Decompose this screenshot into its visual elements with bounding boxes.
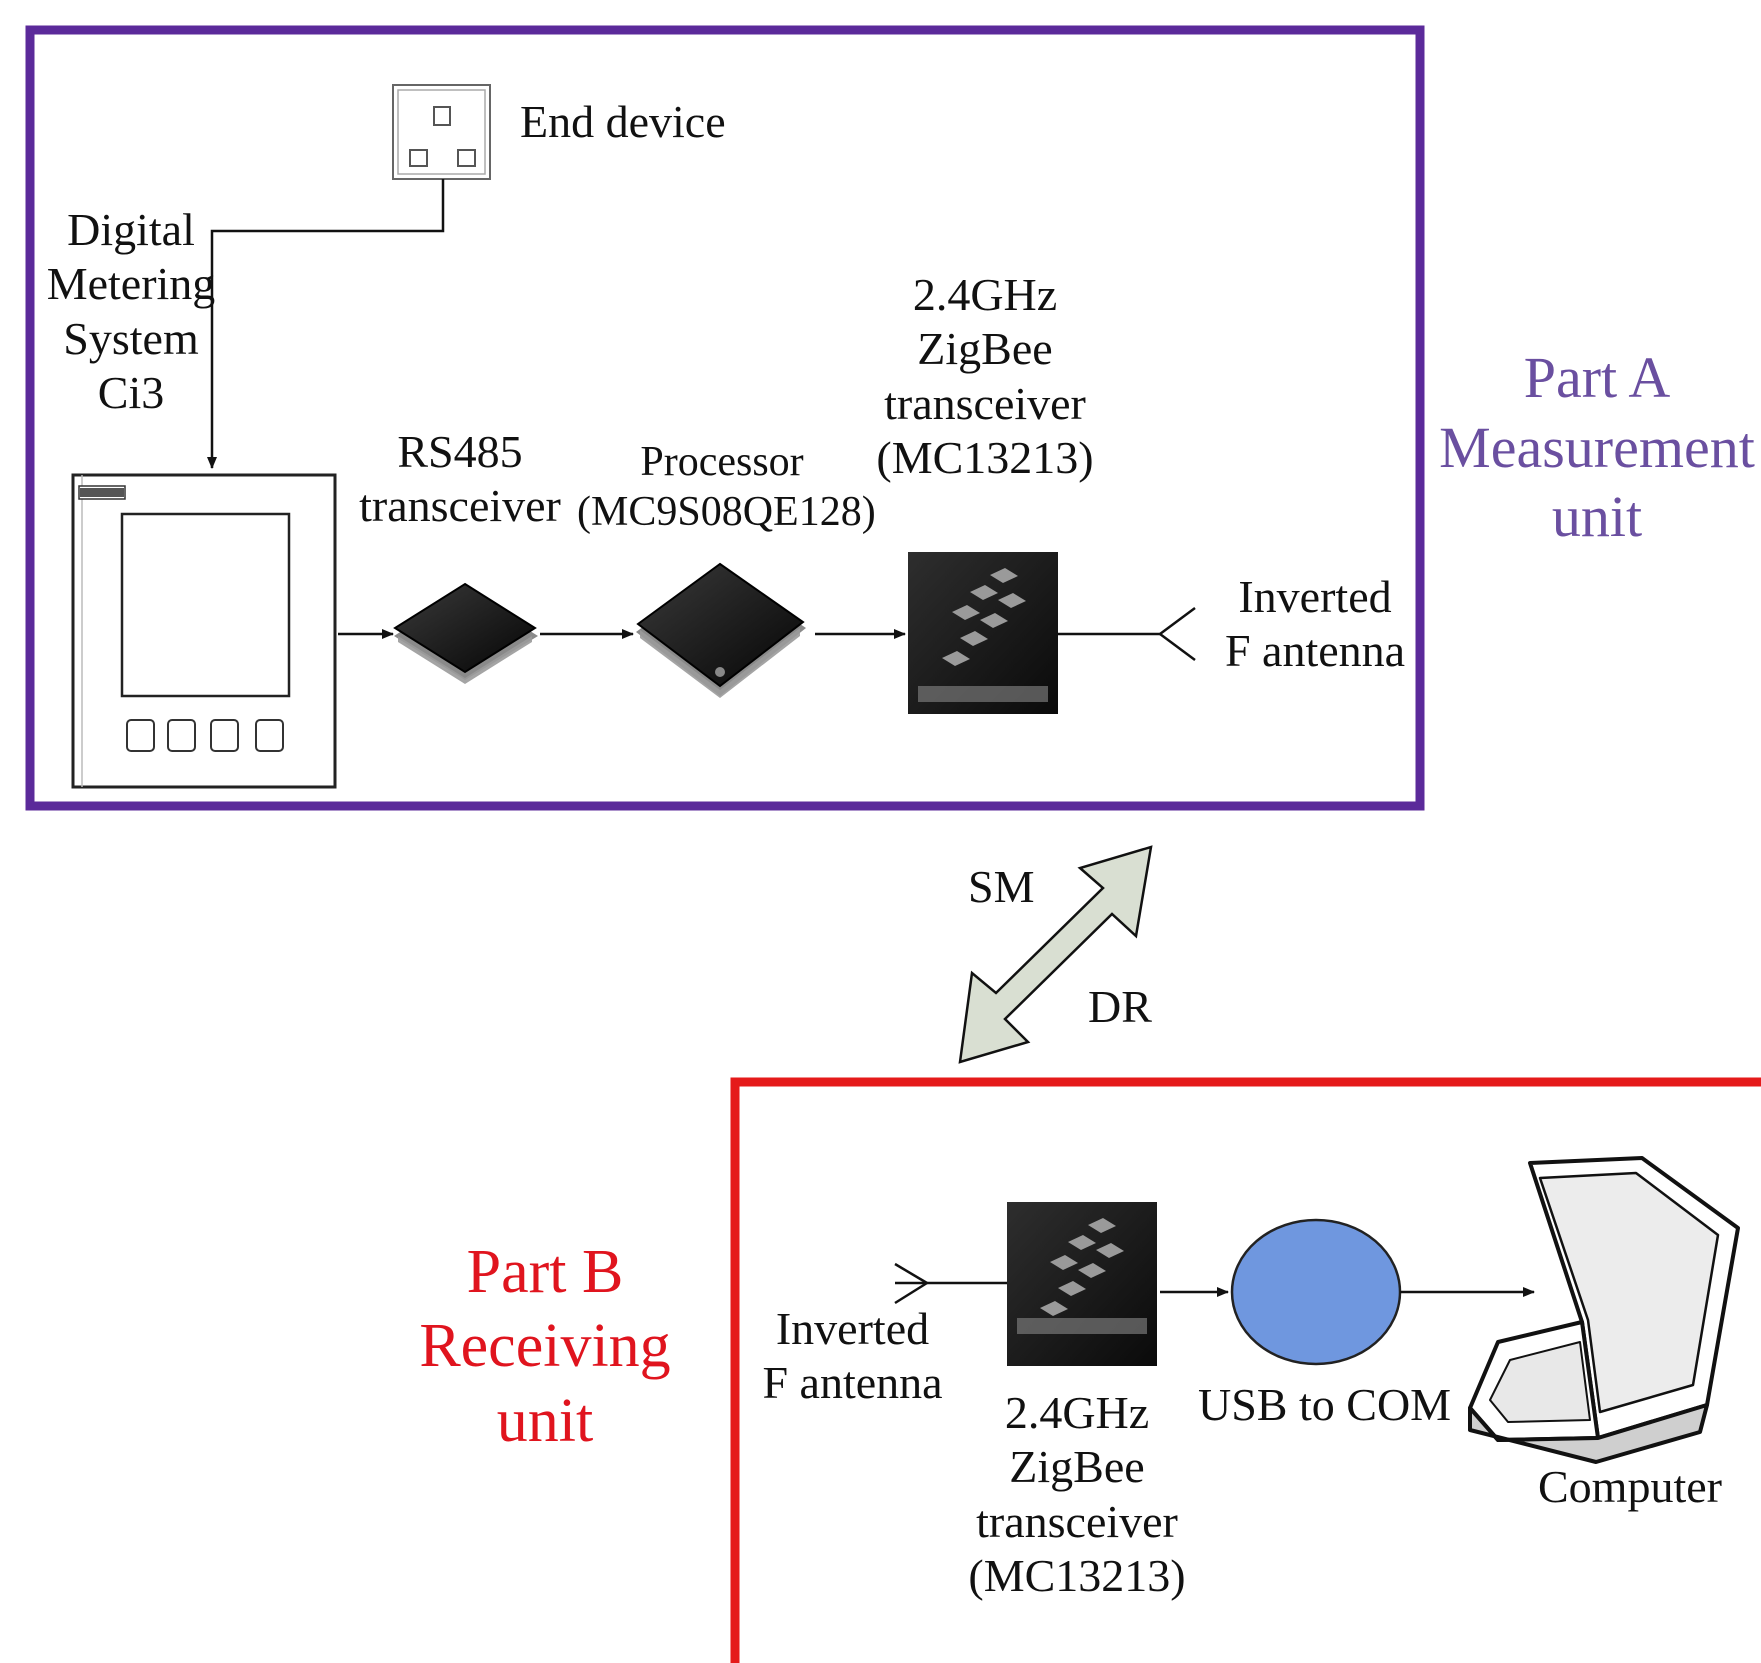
dr-label: DR — [1088, 981, 1152, 1032]
part-b-title: Part B Receiving unit — [419, 1238, 671, 1455]
part-a-title: Part A Measurement unit — [1439, 345, 1755, 550]
zigbee-b-label: 2.4GHz ZigBee transceiver (MC13213) — [968, 1387, 1186, 1601]
antenna-a-label: Inverted F antenna — [1224, 571, 1406, 677]
zigbee-chip-icon — [908, 552, 1058, 714]
end-device-outlet-icon — [392, 84, 491, 180]
end-device-to-meter-line — [207, 179, 445, 469]
part-a-box — [25, 25, 1425, 811]
antenna-b-label: Inverted F antenna — [762, 1303, 943, 1409]
usb-to-com-label: USB to COM — [1198, 1379, 1452, 1430]
meter-label: Digital Metering System Ci3 — [46, 204, 216, 418]
usb-to-com-converter — [1230, 1218, 1402, 1366]
antenna-a-icon — [1159, 606, 1196, 662]
digital-meter-icon — [71, 473, 337, 789]
processor-label: Processor (MC9S08QE128) — [577, 439, 876, 535]
processor-chip-icon — [636, 562, 806, 698]
rs485-label: RS485 transceiver — [359, 426, 561, 532]
sm-dr-link-arrow — [958, 845, 1153, 1064]
zigbee-a-label: 2.4GHz ZigBee transceiver (MC13213) — [876, 269, 1094, 483]
zigbee-chip-b-icon — [1007, 1202, 1157, 1366]
antenna-b-icon — [894, 1262, 1008, 1305]
computer-label: Computer — [1538, 1461, 1722, 1512]
part-b-box — [730, 1077, 1761, 1663]
sm-label: SM — [968, 861, 1035, 912]
laptop-computer-icon — [1468, 1156, 1740, 1464]
end-device-label: End device — [520, 96, 726, 147]
rs485-chip-icon — [393, 582, 538, 684]
